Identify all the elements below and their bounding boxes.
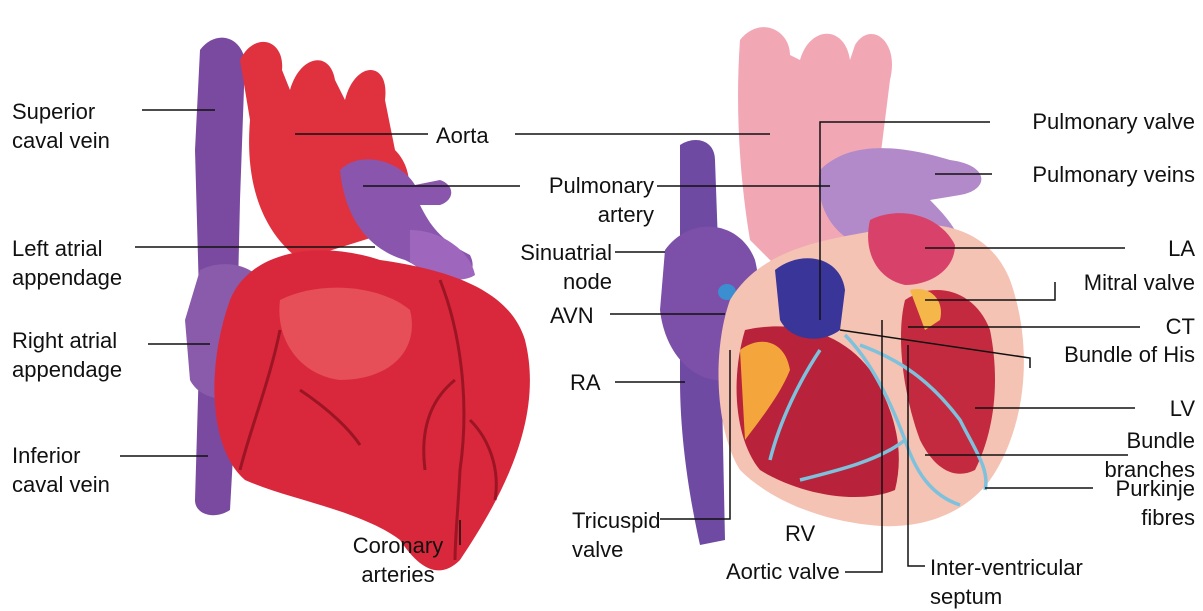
- label-purkinje-fibres: Purkinje fibres: [1080, 474, 1195, 532]
- label-la: LA: [1100, 234, 1195, 263]
- label-coronary-arteries: Coronary arteries: [338, 531, 458, 589]
- label-superior-caval-vein: Superior caval vein: [12, 97, 110, 155]
- label-pulmonary-valve: Pulmonary valve: [960, 107, 1195, 136]
- label-mitral-valve: Mitral valve: [1040, 268, 1195, 297]
- label-pulmonary-veins: Pulmonary veins: [960, 160, 1195, 189]
- label-ra: RA: [570, 368, 601, 397]
- label-avn: AVN: [550, 301, 594, 330]
- label-sinuatrial-node: Sinuatrial node: [484, 238, 612, 296]
- label-pulmonary-artery: Pulmonary artery: [514, 171, 654, 229]
- external-heart: [185, 38, 530, 571]
- label-lv: LV: [1100, 394, 1195, 423]
- label-bundle-of-his: Bundle of His: [1010, 340, 1195, 369]
- label-rv: RV: [785, 519, 815, 548]
- label-aorta: Aorta: [436, 121, 489, 150]
- pulmonary-outflow-shape: [775, 258, 845, 338]
- label-left-atrial-appendage: Left atrial appendage: [12, 234, 122, 292]
- label-inferior-caval-vein: Inferior caval vein: [12, 441, 110, 499]
- cross-section-heart: [660, 27, 1024, 545]
- label-inter-ventricular-septum: Inter-ventricular septum: [930, 553, 1083, 611]
- label-right-atrial-appendage: Right atrial appendage: [12, 326, 122, 384]
- label-aortic-valve: Aortic valve: [726, 557, 840, 586]
- label-tricuspid-valve: Tricuspid valve: [572, 506, 660, 564]
- label-ct: CT: [1100, 312, 1195, 341]
